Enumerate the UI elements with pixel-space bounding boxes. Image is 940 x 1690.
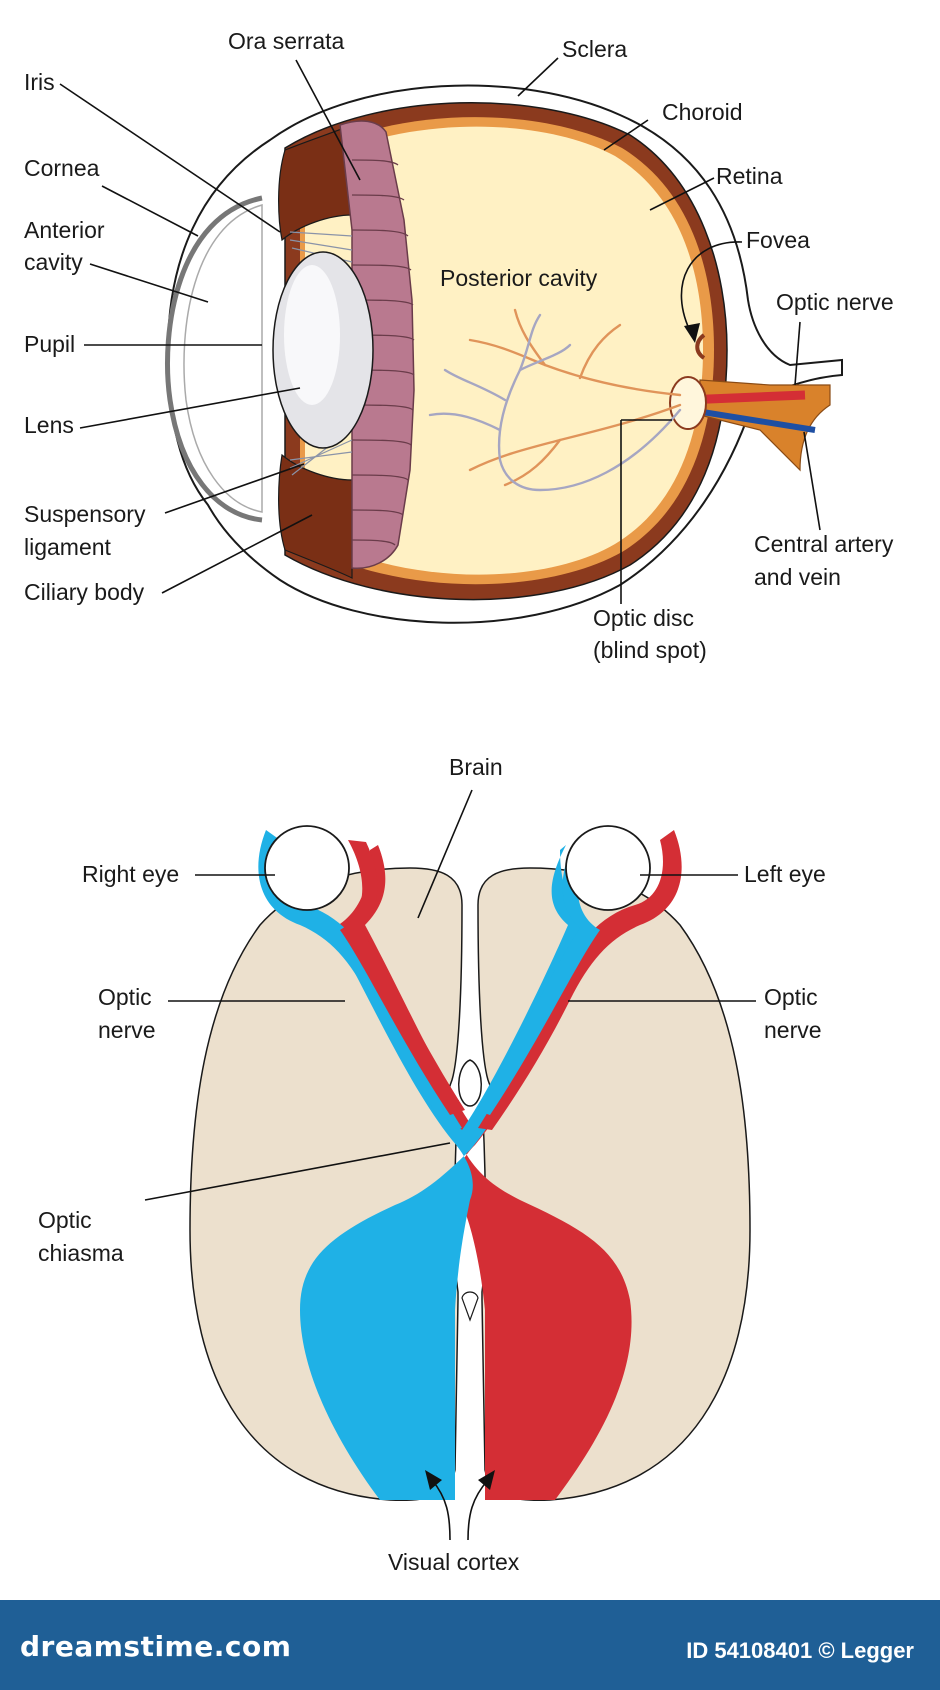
footer-brand-logo[interactable]: dreamstime.com	[20, 1630, 292, 1663]
label-pupil: Pupil	[24, 331, 75, 357]
right-eye	[264, 825, 350, 911]
label-optic-disc-line1: Optic disc	[593, 605, 694, 631]
label-optic-nerve-right-line1: Optic	[764, 984, 818, 1010]
cornea	[165, 195, 263, 523]
label-brain: Brain	[449, 754, 503, 780]
fovea	[695, 333, 706, 360]
eye-leader-lines	[59, 57, 821, 604]
label-right-eye: Right eye	[82, 861, 179, 887]
label-ciliary-body: Ciliary body	[24, 579, 145, 605]
retinal-vessels	[428, 308, 682, 492]
optic-disc	[669, 376, 707, 430]
anterior-cavity	[183, 204, 263, 513]
left-eye	[565, 825, 651, 911]
label-lens: Lens	[24, 412, 74, 438]
occipital-notch	[461, 1291, 479, 1322]
label-cornea: Cornea	[24, 155, 100, 181]
label-choroid: Choroid	[662, 99, 743, 125]
iris-bottom	[278, 453, 353, 579]
pathway-leader-lines	[144, 789, 756, 1541]
label-posterior-cavity: Posterior cavity	[440, 265, 598, 291]
label-anterior-cavity-line1: Anterior	[24, 217, 105, 243]
diagram-artwork: Ora serrata Sclera Iris Choroid Cornea R…	[24, 28, 894, 1575]
footer-bar: dreamstime.com ID 54108401 © Legger	[0, 1600, 940, 1690]
iris-top	[278, 124, 353, 242]
label-left-eye: Left eye	[744, 861, 826, 887]
label-suspensory-line2: ligament	[24, 534, 112, 560]
label-sclera: Sclera	[562, 36, 627, 62]
label-ora-serrata: Ora serrata	[228, 28, 345, 54]
label-optic-nerve-right-line2: nerve	[764, 1017, 822, 1043]
label-suspensory-line1: Suspensory	[24, 501, 146, 527]
label-fovea: Fovea	[746, 227, 810, 253]
footer-stock-id: ID 54108401 © Legger	[686, 1638, 914, 1663]
label-optic-nerve-left-line2: nerve	[98, 1017, 156, 1043]
label-optic-chiasma-line2: chiasma	[38, 1240, 124, 1266]
pathway-red-nerve-right-eye	[340, 840, 465, 1115]
label-central-artery-line2: and vein	[754, 564, 841, 590]
label-visual-cortex: Visual cortex	[388, 1549, 520, 1575]
label-optic-disc-line2: (blind spot)	[593, 637, 707, 663]
pathway-blue-nerve-right-eye	[258, 830, 462, 1130]
label-optic-nerve-left-line1: Optic	[98, 984, 152, 1010]
lens-highlight	[284, 265, 340, 405]
label-retina: Retina	[716, 163, 783, 189]
visual-pathway-diagram: Brain Right eye Left eye Optic nerve Opt…	[38, 754, 826, 1575]
eye-cross-section: Ora serrata Sclera Iris Choroid Cornea R…	[24, 28, 894, 663]
ora-serrata	[339, 120, 415, 569]
label-anterior-cavity-line2: cavity	[24, 249, 83, 275]
ora-serrata-ridges	[351, 159, 415, 546]
label-central-artery-line1: Central artery	[754, 531, 894, 557]
label-iris: Iris	[24, 69, 55, 95]
longitudinal-fissure	[457, 1059, 483, 1107]
central-vein	[689, 407, 816, 433]
label-optic-chiasma-line1: Optic	[38, 1207, 92, 1233]
pathway-blue-nerve-left-eye	[475, 840, 600, 1115]
label-optic-nerve: Optic nerve	[776, 289, 894, 315]
pathway-red-nerve-left-eye	[478, 830, 682, 1130]
